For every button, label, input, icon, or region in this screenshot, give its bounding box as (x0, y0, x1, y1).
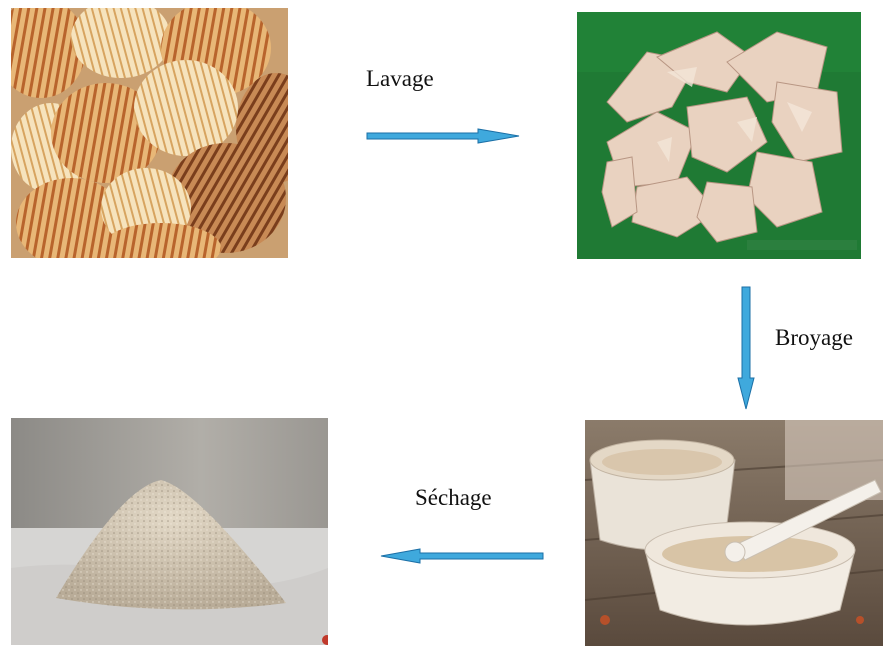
crushed-shells-photo (577, 12, 861, 259)
shells-photo (11, 8, 288, 258)
arrow-right-icon (366, 128, 520, 144)
step-label-sechage: Séchage (415, 485, 492, 511)
ground-powder-photo (585, 420, 883, 646)
step-label-lavage: Lavage (366, 66, 434, 92)
dried-powder-pile-photo (11, 418, 328, 645)
step-label-broyage: Broyage (775, 325, 853, 351)
arrow-left-icon (380, 548, 544, 564)
arrow-down-icon (737, 286, 755, 410)
